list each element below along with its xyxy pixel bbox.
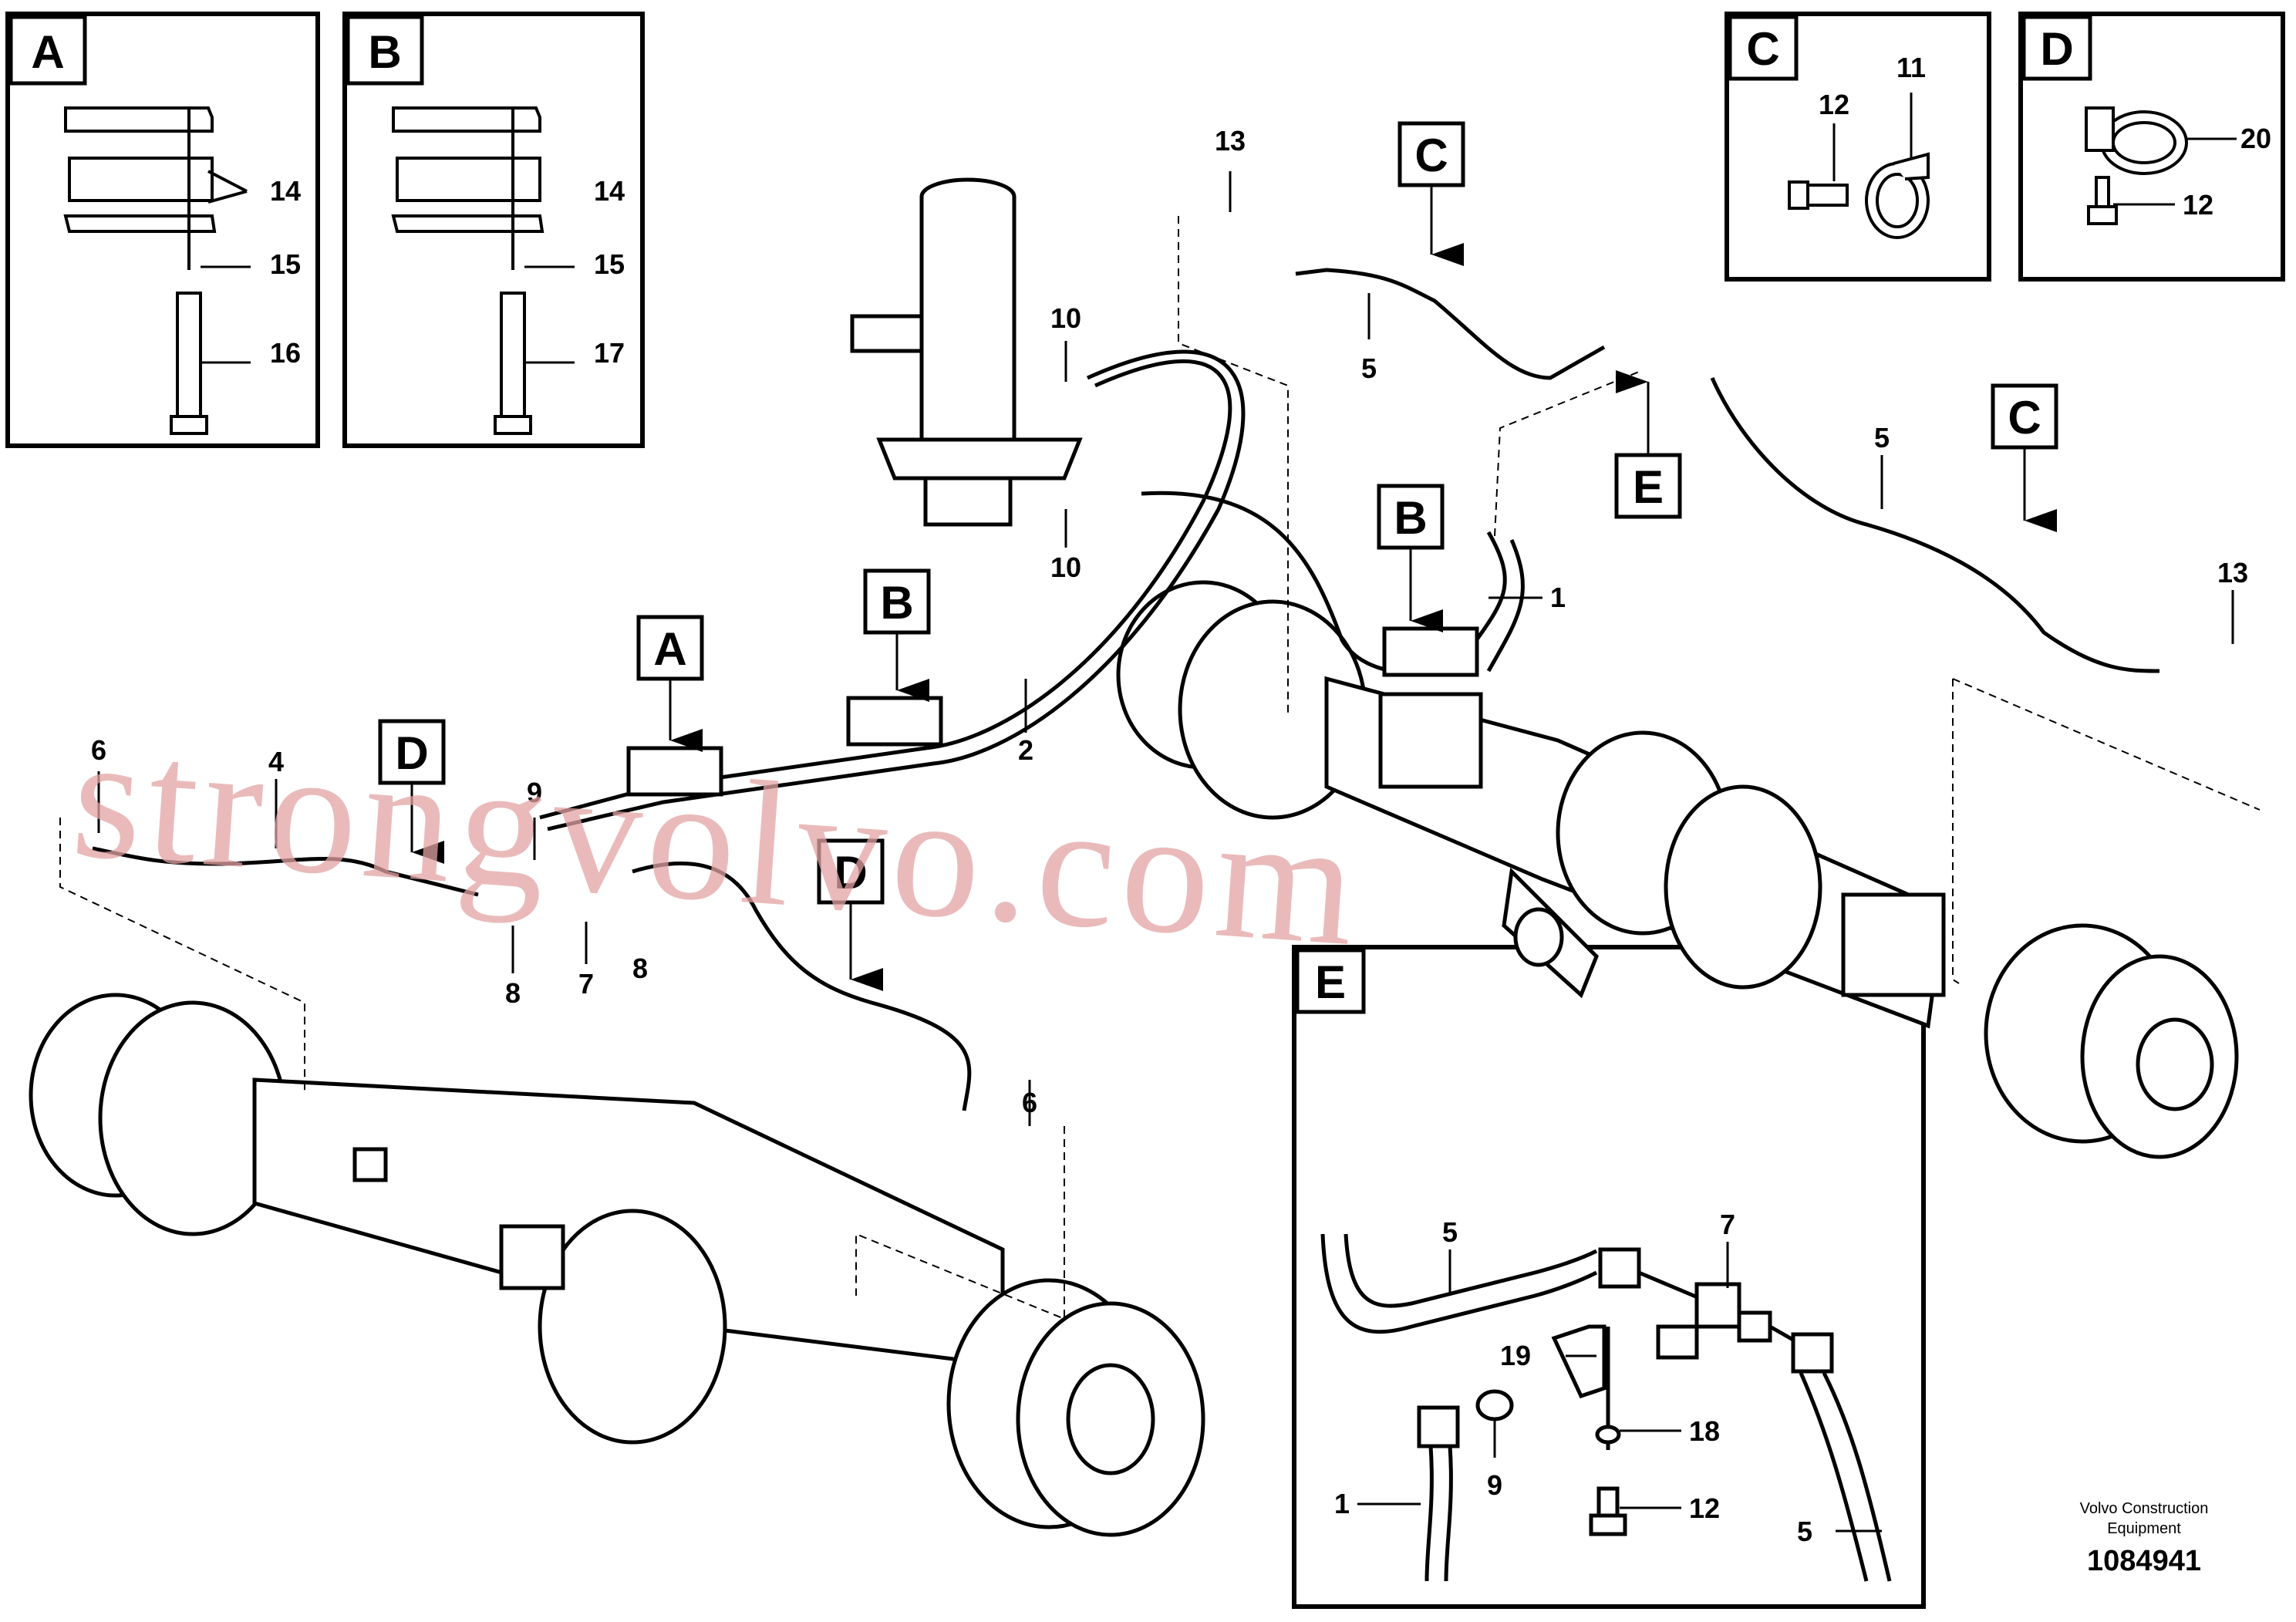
- dashed-leaders: [59, 216, 2261, 1320]
- callout-e-5-top: 5: [1442, 1216, 1458, 1248]
- callout-d-20: 20: [2240, 123, 2271, 154]
- ref-tag-e: E: [1614, 370, 1682, 519]
- detail-d-letter: D: [2040, 23, 2073, 75]
- callout-b-15: 15: [594, 248, 625, 280]
- svg-text:D: D: [834, 847, 867, 899]
- callout-a-14: 14: [270, 175, 301, 207]
- svg-text:B: B: [880, 577, 913, 629]
- callout-13-left: 13: [1215, 125, 1246, 157]
- callout-6-left: 6: [91, 734, 106, 766]
- ref-tag-d-center: D: [817, 838, 885, 991]
- ref-tag-a: A: [636, 615, 704, 752]
- swivel-valve-illustration: [850, 177, 1083, 527]
- front-axle-illustration: [29, 993, 1205, 1537]
- callout-9: 9: [527, 777, 542, 808]
- footer-line1: Volvo Construction: [2080, 1500, 2209, 1517]
- footer-line2: Equipment: [2107, 1520, 2181, 1537]
- callout-e-7: 7: [1720, 1209, 1735, 1240]
- footer-code: 1084941: [2087, 1545, 2201, 1577]
- detail-box-d: D 20 12: [2018, 12, 2285, 282]
- ref-tag-c-top: C: [1397, 121, 1465, 266]
- clamp-assembly-b: [391, 106, 544, 435]
- callout-e-12: 12: [1689, 1492, 1720, 1524]
- ref-tag-b-right: B: [1377, 484, 1445, 632]
- callout-a-16: 16: [270, 337, 301, 369]
- clamp-block-b-left: [846, 696, 943, 747]
- hoses: [92, 268, 2160, 1111]
- callout-e-19: 19: [1500, 1340, 1531, 1371]
- callout-b-14: 14: [594, 175, 625, 207]
- detail-box-c: C 12 11: [1725, 12, 1991, 282]
- svg-text:E: E: [1633, 461, 1664, 513]
- p-clip-d: [2085, 106, 2188, 225]
- callout-8-center: 8: [632, 953, 648, 984]
- svg-text:D: D: [395, 727, 428, 779]
- callout-e-1: 1: [1334, 1488, 1350, 1519]
- callout-2: 2: [1018, 734, 1033, 766]
- callout-e-5-bottom: 5: [1797, 1516, 1812, 1547]
- clamp-assembly-a: [63, 106, 248, 435]
- callout-1: 1: [1550, 582, 1566, 613]
- detail-c-letter: C: [1746, 23, 1779, 75]
- p-clip-c: [1788, 152, 1930, 239]
- callout-5-right: 5: [1874, 422, 1890, 454]
- callout-5-top: 5: [1361, 352, 1377, 384]
- callout-c-11: 11: [1896, 52, 1926, 83]
- detail-box-e: E 5 7 19: [1292, 945, 1926, 1609]
- rear-axle-illustration: [1116, 580, 2239, 1159]
- callout-e-9: 9: [1487, 1469, 1502, 1501]
- connection-e: [1320, 1233, 1892, 1582]
- svg-text:A: A: [653, 623, 686, 675]
- detail-b-letter: B: [368, 26, 401, 78]
- ref-tag-b-left: B: [863, 568, 931, 702]
- svg-text:C: C: [2008, 392, 2041, 443]
- svg-text:B: B: [1394, 492, 1427, 544]
- callout-8-left: 8: [505, 977, 521, 1009]
- svg-text:C: C: [1414, 130, 1448, 181]
- callout-d-12: 12: [2183, 189, 2213, 221]
- callout-10-lower: 10: [1050, 551, 1081, 583]
- callout-7: 7: [578, 968, 594, 1000]
- callout-10-upper: 10: [1050, 302, 1081, 334]
- detail-box-b: B 14 15 17: [342, 12, 645, 448]
- ref-tag-c-right: C: [1991, 383, 2058, 532]
- detail-box-a: A 14 15 16: [5, 12, 320, 448]
- callout-c-12: 12: [1819, 89, 1849, 120]
- clamp-block-b-right: [1382, 626, 1479, 677]
- callout-6-right: 6: [1022, 1087, 1037, 1118]
- callout-4: 4: [268, 746, 284, 777]
- main-callouts: [97, 171, 2234, 1126]
- callout-13-right: 13: [2217, 557, 2248, 588]
- detail-e-letter: E: [1315, 956, 1346, 1008]
- callout-b-17: 17: [594, 337, 625, 369]
- detail-a-letter: A: [31, 26, 64, 78]
- callout-e-18: 18: [1689, 1415, 1720, 1447]
- ref-tag-d-left: D: [378, 719, 446, 864]
- callout-a-15: 15: [270, 248, 301, 280]
